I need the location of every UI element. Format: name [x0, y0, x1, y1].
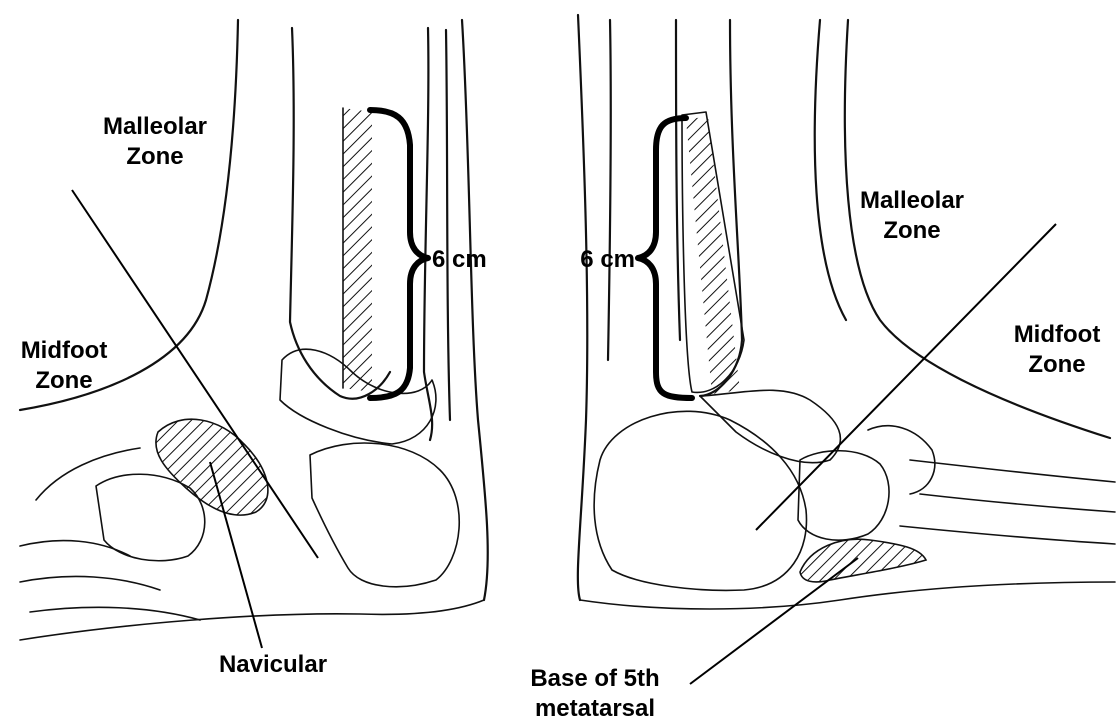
right-metatarsal-label: Base of 5th metatarsal	[500, 664, 690, 724]
right-metatarsal-2	[920, 494, 1115, 512]
left-6cm-bracket	[370, 110, 428, 398]
right-malleolar-zone-line2: Zone	[842, 216, 982, 246]
right-leg-outline-front	[578, 15, 587, 600]
right-midfoot-zone-line2: Zone	[995, 350, 1119, 380]
left-foot-sole	[20, 600, 484, 640]
left-midfoot-zone-line2: Zone	[4, 366, 124, 396]
left-tibia-back	[424, 28, 432, 440]
left-metatarsal-3	[30, 607, 200, 620]
right-cuneiform	[868, 426, 935, 494]
left-malleolar-zone-label: Malleolar Zone	[90, 112, 220, 172]
left-midfoot-zone-line1: Midfoot	[4, 336, 124, 366]
left-tibia-front	[290, 28, 390, 399]
left-metatarsal-2	[20, 576, 160, 590]
right-malleolar-zone-label: Malleolar Zone	[842, 186, 982, 246]
right-tibia-line	[676, 20, 680, 340]
right-metatarsal-pointer-line	[690, 558, 858, 684]
right-metatarsal-line2: metatarsal	[500, 694, 690, 724]
left-midfoot-zone-label: Midfoot Zone	[4, 336, 124, 396]
right-metatarsal-3	[900, 526, 1115, 544]
right-malleolar-zone-line1: Malleolar	[842, 186, 982, 216]
left-hatched-zone	[343, 108, 372, 392]
right-midfoot-zone-label: Midfoot Zone	[995, 320, 1119, 380]
right-calcaneus	[594, 411, 806, 590]
left-malleolar-zone-line2: Zone	[90, 142, 220, 172]
left-fibula-line	[446, 30, 450, 420]
left-malleolar-zone-line1: Malleolar	[90, 112, 220, 142]
left-leg-outline-back	[462, 20, 488, 600]
right-foot-sole	[580, 582, 1115, 609]
right-cuboid	[798, 451, 889, 540]
left-foot-top	[36, 448, 140, 500]
right-leg-outline-outer	[815, 20, 846, 320]
right-metatarsal-1	[910, 460, 1115, 482]
right-6cm-label: 6 cm	[540, 245, 635, 275]
right-fibula-line	[608, 20, 611, 360]
left-metatarsal-1	[20, 541, 130, 556]
left-navicular-label: Navicular	[198, 650, 348, 680]
right-midfoot-zone-line1: Midfoot	[995, 320, 1119, 350]
left-calcaneus	[310, 443, 459, 587]
right-5th-metatarsal-base	[800, 539, 926, 582]
right-metatarsal-line1: Base of 5th	[500, 664, 690, 694]
left-6cm-label: 6 cm	[432, 245, 524, 275]
